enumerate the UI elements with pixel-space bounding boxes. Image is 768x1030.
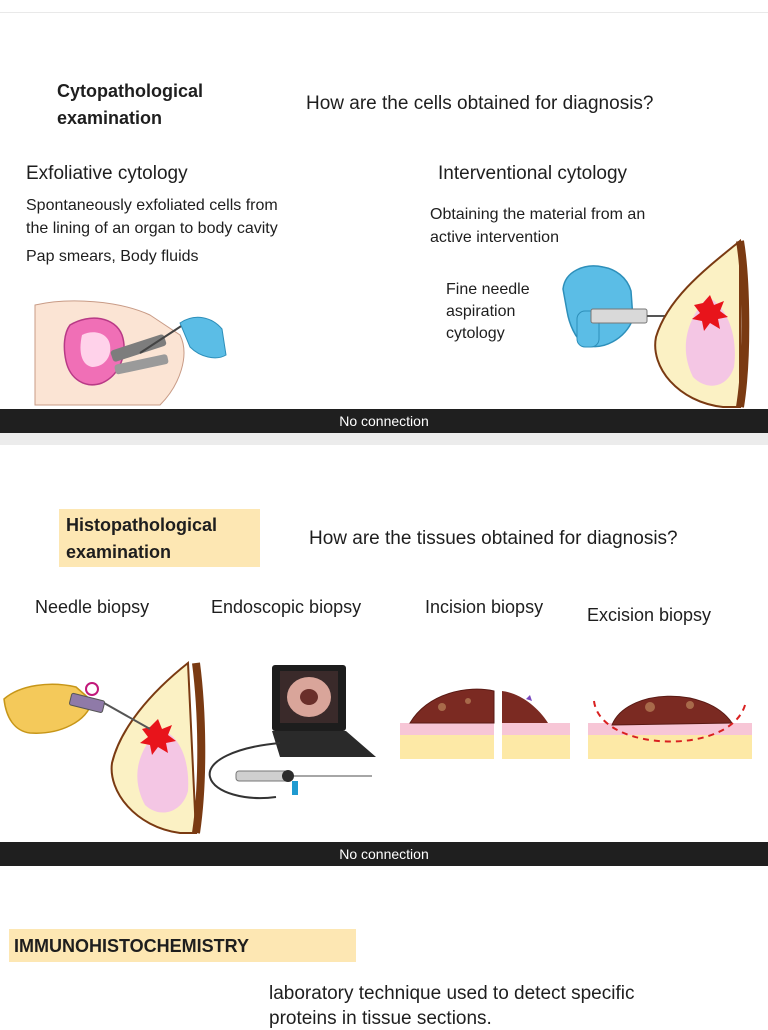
slide-immunohistochemistry: IMMUNOHISTOCHEMISTRY laboratory techniqu… [0,866,768,1029]
slide1-question: How are the cells obtained for diagnosis… [306,93,654,114]
interventional-desc-line2: active intervention [430,229,559,246]
slide1-title-line2: examination [57,108,163,128]
fnac-label-line3: cytology [446,325,505,342]
slide2-title-line2: examination [66,542,172,562]
method-needle-biopsy: Needle biopsy [35,597,150,617]
slide2-question: How are the tissues obtained for diagnos… [309,528,678,549]
exfoliative-desc-line1: Spontaneously exfoliated cells from [26,197,278,214]
exfoliative-examples: Pap smears, Body fluids [26,248,199,265]
needle-biopsy-illustration [3,661,206,834]
excision-biopsy-illustration [588,695,752,759]
slide-histopathology: Histopathological examination How are th… [0,445,768,842]
fnac-label-line1: Fine needle [446,281,530,298]
top-divider [0,12,768,13]
slide2-title-highlight [59,509,260,567]
slide2-title-line1: Histopathological [66,515,218,535]
slide3-desc-line1: laboratory technique used to detect spec… [269,983,635,1004]
status-bar-no-connection: No connection [0,409,768,433]
interventional-desc-line1: Obtaining the material from an [430,206,646,223]
exfoliative-heading: Exfoliative cytology [26,163,188,184]
method-incision-biopsy: Incision biopsy [425,597,544,617]
slide-gap-1 [0,433,768,445]
breast-tumor-illustration [654,238,750,408]
slide1-title-line1: Cytopathological [57,81,204,101]
endoscope-laptop-illustration [208,665,376,799]
incision-biopsy-illustration [400,688,570,759]
fnac-glove-syringe-illustration [562,265,673,348]
slide3-title-highlight [9,929,356,962]
method-endoscopic-biopsy: Endoscopic biopsy [211,597,362,617]
interventional-heading: Interventional cytology [438,163,628,184]
method-excision-biopsy: Excision biopsy [587,605,712,625]
slide3-title: IMMUNOHISTOCHEMISTRY [14,936,250,956]
slide3-desc-line2: proteins in tissue sections. [269,1008,492,1029]
pap-smear-illustration [34,300,227,406]
exfoliative-desc-line2: the lining of an organ to body cavity [26,220,278,237]
slide-cytopathology: Cytopathological examination How are the… [0,13,768,409]
fnac-label-line2: aspiration [446,303,516,320]
status-bar-no-connection-2: No connection [0,842,768,866]
